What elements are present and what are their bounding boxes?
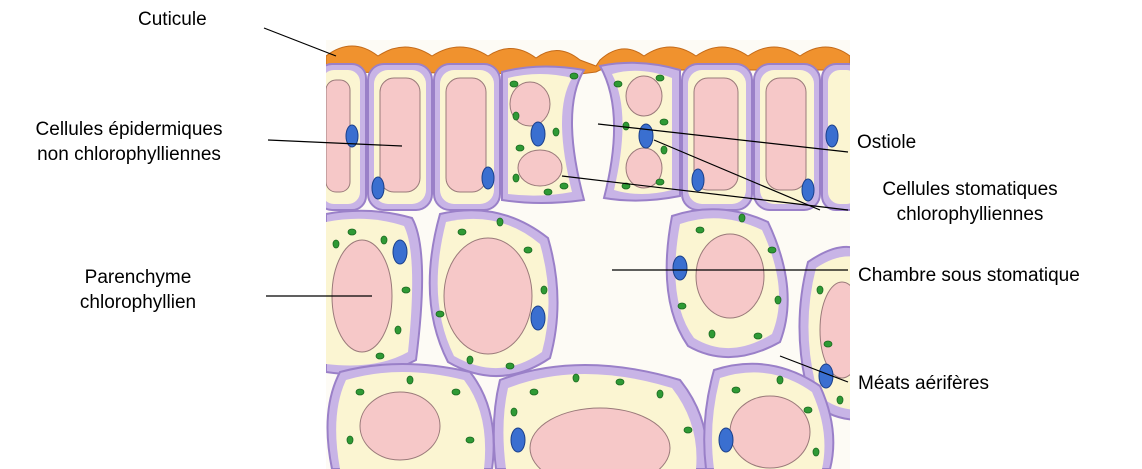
label-chambre: Chambre sous stomatique [858,263,1080,288]
label-parenchyme-line2: chlorophyllien [38,290,238,315]
label-epidermal-cells: Cellules épidermiques non chlorophyllien… [6,117,252,167]
label-cuticule: Cuticule [138,7,207,32]
label-stomatal-cells: Cellules stomatiques chlorophylliennes [852,177,1088,227]
label-ostiole: Ostiole [857,130,916,155]
label-meats: Méats aérifères [858,371,989,396]
label-parenchyma: Parenchyme chlorophyllien [38,265,238,315]
label-stomatal-line1: Cellules stomatiques [852,177,1088,202]
tissue-illustration [318,40,864,469]
label-stomatal-line2: chlorophylliennes [852,202,1088,227]
label-parenchyme-line1: Parenchyme [38,265,238,290]
label-epidermal-line2: non chlorophylliennes [6,142,252,167]
label-epidermal-line1: Cellules épidermiques [6,117,252,142]
leader-cuticule [264,28,336,56]
